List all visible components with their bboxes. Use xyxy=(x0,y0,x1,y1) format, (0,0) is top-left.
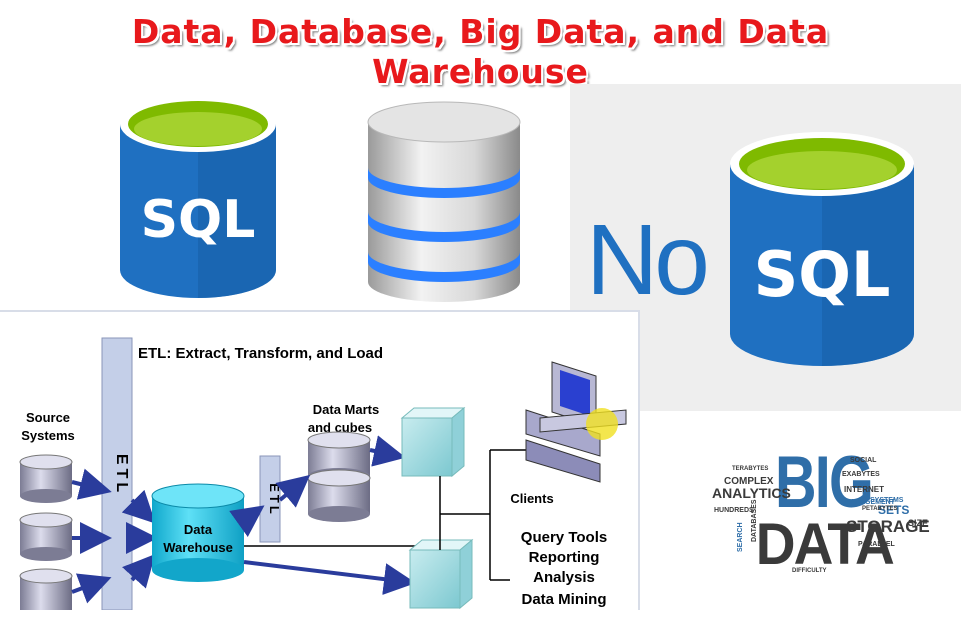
source-label-1: Source xyxy=(26,410,70,425)
word-complex: COMPLEX xyxy=(724,476,774,487)
word-size: SIZE xyxy=(908,518,928,528)
source-db-1 xyxy=(19,454,73,503)
word-databases: DATABASES xyxy=(751,499,758,542)
word-storage: STORAGE xyxy=(846,517,930,536)
word-parallel: PARALLEL xyxy=(858,541,896,548)
sql-label: SQL xyxy=(141,190,256,250)
cube-2 xyxy=(408,538,474,610)
tool-query: Query Tools xyxy=(521,529,607,546)
word-difficulty: DIFFICULTY xyxy=(792,568,827,574)
tool-analysis: Analysis xyxy=(533,569,595,586)
etl-title: ETL: Extract, Transform, and Load xyxy=(138,345,383,362)
big-data-wordcloud: BIG DATA ANALYTICS COMPLEX STORAGE INTER… xyxy=(712,441,930,577)
sql-database-icon: SQL xyxy=(120,96,276,298)
word-hundreds: HUNDREDS xyxy=(714,507,754,514)
cube-1 xyxy=(400,406,466,478)
tool-data-mining: Data Mining xyxy=(522,591,607,608)
source-db-2 xyxy=(19,512,73,561)
word-petabytes: PETABYTES xyxy=(862,506,898,512)
word-exabytes: EXABYTES xyxy=(842,471,880,478)
data-marts-label-2: and cubes xyxy=(308,420,372,435)
etl-small-label: ETL xyxy=(267,483,282,517)
tool-reporting: Reporting xyxy=(529,549,600,566)
nosql-label: SQL xyxy=(754,238,891,311)
warehouse-label-2: Warehouse xyxy=(163,540,233,555)
clients-label: Clients xyxy=(510,491,553,506)
data-mart-db-2 xyxy=(307,469,371,522)
word-sets: SETS xyxy=(878,503,909,517)
word-analytics: ANALYTICS xyxy=(712,485,791,501)
word-management: MANAGEMENT xyxy=(844,499,896,506)
data-marts-label-1: Data Marts xyxy=(313,402,379,417)
title-line-1: Data, Database, Big Data, and Data xyxy=(131,12,830,51)
word-search: SEARCH xyxy=(737,522,744,552)
warehouse-label-1: Data xyxy=(184,522,213,537)
source-label-2: Systems xyxy=(21,428,74,443)
etl-bar-label: ETL xyxy=(113,454,130,496)
big-word: BIG xyxy=(775,441,872,523)
word-systems: SYSTEMS xyxy=(870,497,904,504)
database-stack-icon xyxy=(367,101,521,302)
etl-diagram: ETL: Extract, Transform, and Load Source… xyxy=(0,310,640,610)
nosql-database-icon: SQL xyxy=(730,132,914,366)
page-title: Data, Database, Big Data, and Data Wareh… xyxy=(0,12,961,92)
word-internet: INTERNET xyxy=(844,485,884,494)
title-line-2: Warehouse xyxy=(372,52,589,91)
nosql-prefix: No xyxy=(586,204,710,316)
data-warehouse-cylinder xyxy=(151,483,245,582)
source-db-3 xyxy=(19,568,73,610)
word-terabytes: TERABYTES xyxy=(732,466,768,472)
data-word: DATA xyxy=(756,512,894,577)
client-computer-icon xyxy=(525,361,627,483)
word-social: SOCIAL xyxy=(850,457,877,464)
